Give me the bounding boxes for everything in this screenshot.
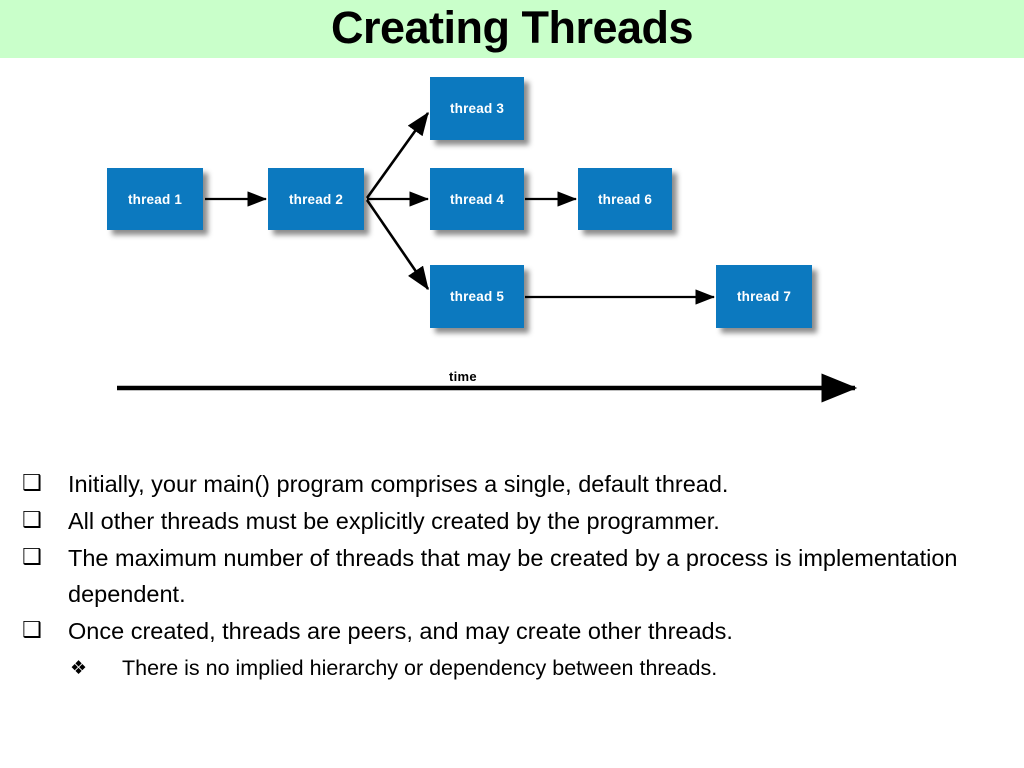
square-bullet-icon: ❑ xyxy=(22,618,42,643)
list-item: ❑ Initially, your main() program compris… xyxy=(0,466,1024,502)
list-item: ❑ The maximum number of threads that may… xyxy=(0,540,1024,612)
square-bullet-icon: ❑ xyxy=(22,545,42,570)
thread-node-label: thread 3 xyxy=(449,101,505,116)
list-item-text: All other threads must be explicitly cre… xyxy=(68,508,720,534)
thread-node-label: thread 7 xyxy=(736,289,792,304)
list-item-text: Initially, your main() program comprises… xyxy=(68,471,729,497)
thread-node-thread1[interactable]: thread 1 xyxy=(107,168,203,230)
title-banner: Creating Threads xyxy=(0,0,1024,58)
list-item-text: The maximum number of threads that may b… xyxy=(68,545,958,607)
diamond-bullet-icon: ❖ xyxy=(70,657,88,679)
list-item-text: There is no implied hierarchy or depende… xyxy=(122,656,718,680)
thread-node-label: thread 1 xyxy=(127,191,183,207)
thread-node-thread5[interactable]: thread 5 xyxy=(430,265,524,328)
thread-node-thread6[interactable]: thread 6 xyxy=(578,168,672,230)
list-item-sub: ❖ There is no implied hierarchy or depen… xyxy=(0,650,1024,686)
square-bullet-icon: ❑ xyxy=(22,471,42,496)
thread-node-thread4[interactable]: thread 4 xyxy=(430,168,524,230)
thread-node-label: thread 6 xyxy=(597,191,653,207)
page-title: Creating Threads xyxy=(330,2,694,53)
list-item: ❑ Once created, threads are peers, and m… xyxy=(0,613,1024,649)
list-item-text: Once created, threads are peers, and may… xyxy=(68,618,733,644)
thread-node-thread2[interactable]: thread 2 xyxy=(268,168,364,230)
edge-thread2-thread5 xyxy=(365,199,430,291)
time-axis-label: time xyxy=(449,369,477,384)
diagram-arrows xyxy=(117,111,858,403)
square-bullet-icon: ❑ xyxy=(22,508,42,533)
edge-thread2-thread3 xyxy=(365,111,430,199)
list-item: ❑ All other threads must be explicitly c… xyxy=(0,503,1024,539)
thread-node-label: thread 2 xyxy=(288,191,344,207)
thread-node-thread7[interactable]: thread 7 xyxy=(716,265,812,328)
bullet-list: ❑ Initially, your main() program compris… xyxy=(0,466,1024,687)
thread-node-label: thread 4 xyxy=(449,191,505,207)
thread-node-thread3[interactable]: thread 3 xyxy=(430,77,524,140)
thread-node-label: thread 5 xyxy=(449,289,505,304)
thread-creation-diagram: thread 1 thread 2 thread 3 thread 4 thre… xyxy=(0,58,1024,458)
